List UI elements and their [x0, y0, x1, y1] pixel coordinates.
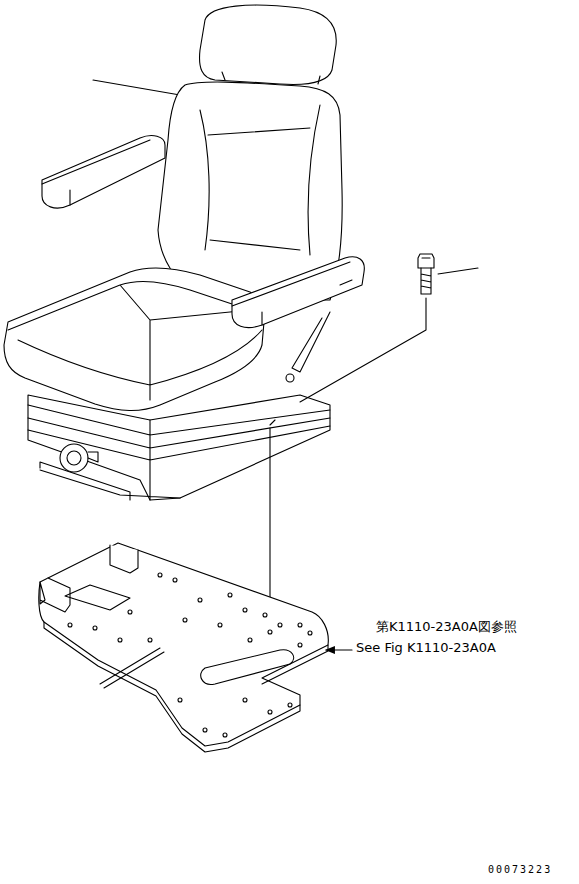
plate-rod — [100, 648, 164, 688]
armrest-bracket — [292, 312, 330, 372]
reference-note: See Fig K1110-23A0A — [356, 641, 496, 656]
plate-thickness — [44, 622, 328, 752]
plate-hole — [298, 643, 302, 647]
plate-hole — [223, 733, 227, 737]
backrest — [158, 82, 342, 300]
leader-line — [300, 298, 426, 402]
plate-hole — [268, 710, 272, 714]
reference-note: 第K1110-23A0A図参照 — [376, 620, 517, 635]
plate-hole — [243, 608, 247, 612]
plate-hole — [93, 626, 97, 630]
plate-hole — [268, 630, 272, 634]
slide-rail — [40, 420, 275, 500]
base-plate — [39, 543, 329, 746]
adjust-knob — [88, 452, 98, 462]
plate-hole — [183, 618, 187, 622]
plate-hole — [128, 610, 132, 614]
armrest-edge — [232, 262, 352, 325]
seat-cushion — [4, 268, 264, 411]
plate-hole — [68, 623, 72, 627]
cushion-seam — [8, 281, 262, 400]
adjust-knob — [60, 444, 88, 472]
plate-hole — [173, 578, 177, 582]
plate-slot — [65, 585, 130, 610]
reference-arrow — [326, 649, 352, 650]
plate-hole — [278, 623, 282, 627]
leader-line — [93, 80, 180, 95]
adjust-knob — [67, 451, 81, 465]
backrest-seam — [200, 105, 320, 255]
plate-hole — [158, 573, 162, 577]
plate-hole — [203, 728, 207, 732]
plate-hole — [243, 698, 247, 702]
plate-hole — [308, 631, 312, 635]
plate-bracket — [40, 545, 138, 612]
armrest-edge — [42, 140, 150, 205]
leader-line — [269, 428, 270, 625]
suspension — [28, 395, 330, 500]
plate-hole — [198, 598, 202, 602]
armrest-pivot — [286, 374, 294, 382]
bolt-head — [418, 254, 434, 268]
leader-line — [438, 268, 478, 274]
plate-hole — [228, 593, 232, 597]
armrest — [42, 136, 165, 208]
drawing-number: 00073223 — [488, 864, 552, 876]
bolt-shank — [421, 258, 431, 294]
plate-slot — [201, 650, 294, 685]
plate-hole — [148, 638, 152, 642]
plate-hole — [178, 698, 182, 702]
armrest — [232, 257, 364, 328]
plate-hole — [288, 703, 292, 707]
plate-hole — [118, 638, 122, 642]
suspension-bellows — [28, 405, 330, 500]
plate-hole — [218, 623, 222, 627]
headrest — [200, 5, 337, 84]
plate-hole — [263, 613, 267, 617]
plate-holes — [68, 573, 312, 737]
plate-hole — [298, 623, 302, 627]
plate-hole — [248, 638, 252, 642]
